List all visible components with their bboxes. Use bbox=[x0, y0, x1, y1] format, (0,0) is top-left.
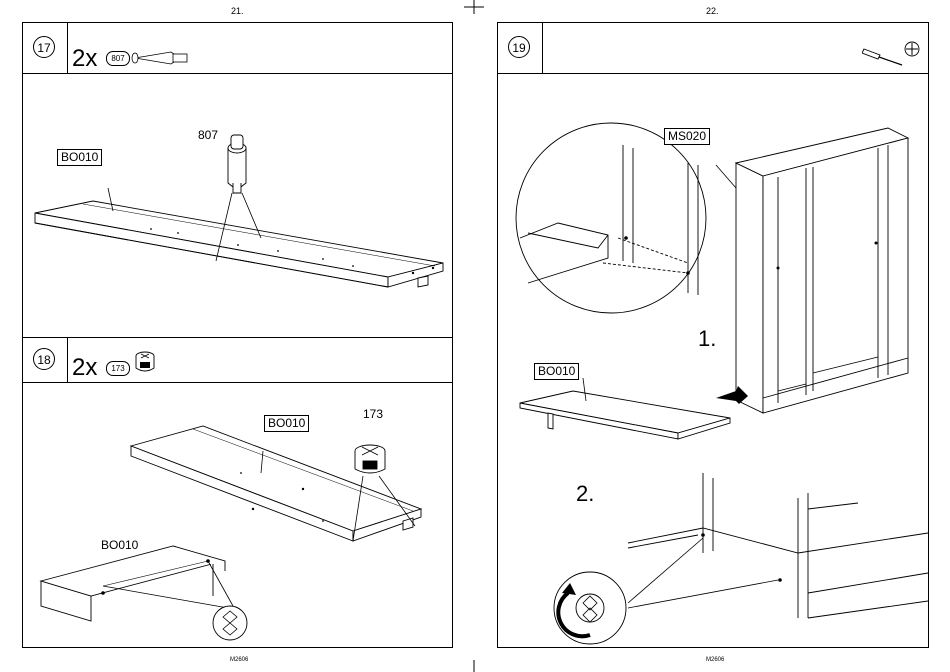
step-18-panel-label-top: BO010 bbox=[264, 415, 309, 432]
step-17-number-cell: 17 bbox=[23, 23, 68, 73]
phillips-head-icon bbox=[902, 39, 922, 59]
left-page-panel: 17 2x 807 bbox=[22, 22, 453, 648]
step-17-number: 17 bbox=[33, 36, 55, 58]
cam-lock-icon bbox=[131, 348, 161, 378]
step-19-shelf-label: BO010 bbox=[534, 363, 579, 380]
step-19-illustration bbox=[498, 73, 928, 647]
step-19-header: 19 bbox=[498, 23, 928, 74]
step-18-illustration bbox=[23, 381, 452, 647]
step-17-part-badge: 807 bbox=[106, 51, 130, 66]
step-17-part-callout: 807 bbox=[198, 128, 218, 142]
step-18-number: 18 bbox=[33, 348, 55, 370]
step-17-illustration bbox=[23, 73, 452, 343]
substep-2-number: 2. bbox=[576, 481, 594, 507]
step-18-number-cell: 18 bbox=[23, 338, 68, 382]
step-19-number: 19 bbox=[508, 36, 530, 58]
step-17-header: 17 2x 807 bbox=[23, 23, 452, 74]
substep-1-number: 1. bbox=[698, 326, 716, 352]
page-number-left: 21. bbox=[231, 6, 244, 16]
footer-code-right: M2606 bbox=[706, 657, 724, 663]
step-19-number-cell: 19 bbox=[498, 23, 543, 73]
step-17-quantity: 2x bbox=[72, 45, 97, 73]
dowel-icon bbox=[131, 48, 191, 68]
right-page-panel: 19 bbox=[497, 22, 929, 648]
step-18-quantity: 2x bbox=[72, 354, 97, 382]
step-18-part-badge: 173 bbox=[106, 361, 130, 376]
step-18-part-callout: 173 bbox=[363, 407, 383, 421]
footer-code-left: M2606 bbox=[230, 657, 248, 663]
step-19-cabinet-label: MS020 bbox=[664, 128, 710, 145]
step-18-panel-label-detail: BO010 bbox=[101, 538, 138, 552]
page-number-right: 22. bbox=[706, 6, 719, 16]
step-17-panel-label: BO010 bbox=[57, 149, 102, 166]
step-18-header: 18 2x 173 bbox=[23, 337, 452, 383]
